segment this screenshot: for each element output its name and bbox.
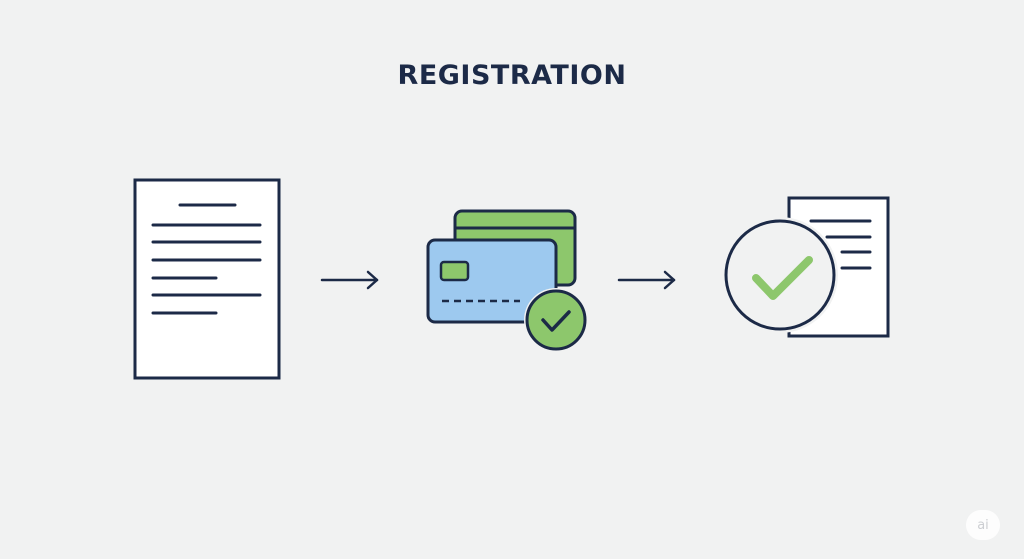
diagram-title: REGISTRATION (397, 60, 627, 91)
document-icon (133, 178, 281, 380)
watermark-badge: ai (966, 510, 1000, 540)
document-approved-icon (722, 196, 890, 338)
arrow-right-icon (320, 270, 379, 290)
payment-cards-verified-icon (426, 209, 588, 352)
arrow-right-icon (617, 270, 676, 290)
